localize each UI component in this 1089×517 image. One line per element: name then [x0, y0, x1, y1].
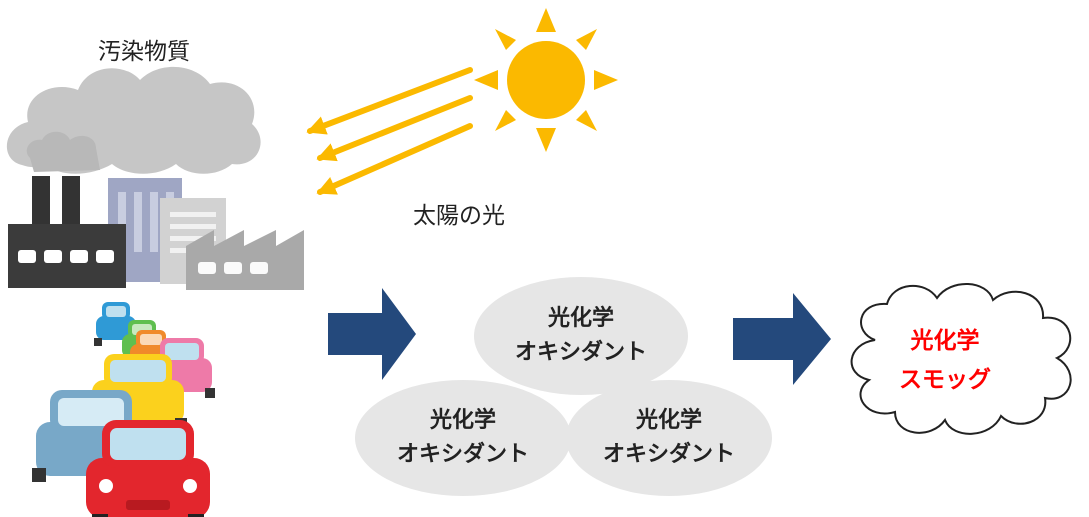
smoke-cloud-icon: [6, 66, 261, 174]
sunlight-rays-icon: [306, 67, 473, 195]
car-icon: [86, 420, 210, 517]
oxidant-line2: オキシダント: [602, 442, 735, 467]
oxidant-ellipse-right: 光化学 オキシダント: [566, 380, 772, 496]
factory-smoke-illustration: [6, 66, 304, 290]
oxidant-line2: オキシダント: [514, 340, 647, 365]
oxidant-line1: 光化学: [635, 407, 702, 433]
sun-icon: [474, 8, 618, 152]
smog-label: 光化学 スモッグ: [890, 322, 1000, 400]
smog-line2: スモッグ: [899, 367, 991, 394]
oxidant-line1: 光化学: [429, 407, 496, 433]
flow-arrow-2: [733, 293, 831, 385]
oxidant-line2: オキシダント: [396, 442, 529, 467]
pollutants-label: 汚染物質: [98, 39, 190, 65]
sun-illustration: [306, 8, 618, 195]
cars-illustration: [32, 302, 215, 517]
main-factory-icon: [8, 176, 126, 288]
oxidant-line1: 光化学: [547, 305, 614, 331]
oxidant-ellipse-top: 光化学 オキシダント: [474, 277, 688, 395]
oxidant-ellipse-left: 光化学 オキシダント: [355, 380, 571, 496]
small-factory-icon: [186, 230, 304, 290]
sunlight-label: 太陽の光: [413, 203, 505, 229]
car-icon: [94, 302, 138, 346]
flow-arrow-1: [328, 288, 416, 380]
smog-line1: 光化学: [910, 328, 980, 354]
smog-cloud-icon: [850, 283, 1072, 435]
